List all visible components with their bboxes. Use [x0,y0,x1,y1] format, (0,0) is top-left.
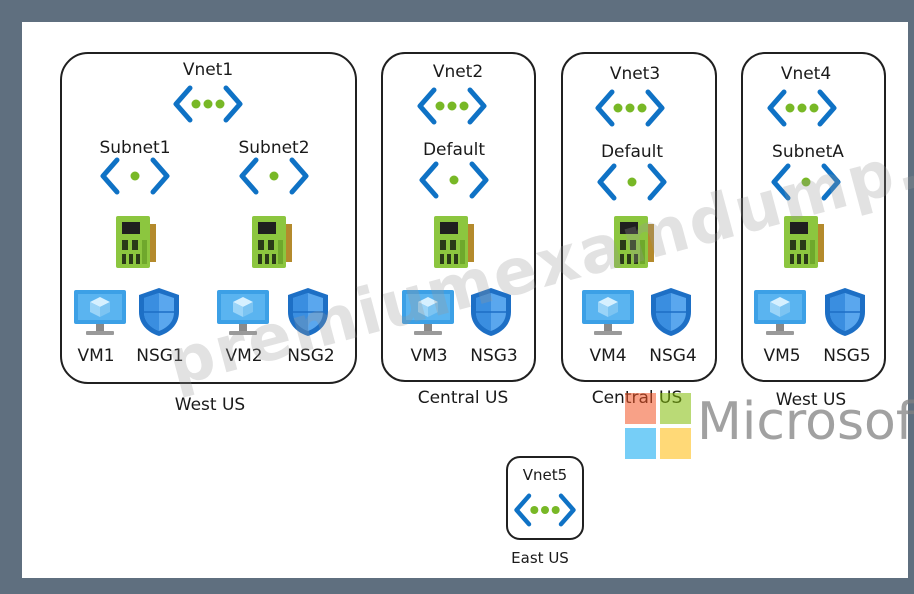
subnet-icon [238,156,310,196]
subnet-label: Default [600,142,664,162]
vm-label: VM3 [410,346,448,366]
region-box-2 [381,52,536,382]
vnet-icon [766,88,838,128]
nsg-label: NSG4 [649,346,697,366]
vnet-icon [172,84,244,124]
region-label: Central US [417,388,509,408]
virtual-machine-icon [580,288,636,338]
vnet-icon [513,492,577,528]
vm-label: VM5 [763,346,801,366]
subnet-label: Subnet1 [99,138,171,158]
nsg-shield-icon [822,286,868,338]
subnet-label: Subnet2 [238,138,310,158]
vnet-label: Vnet2 [432,62,484,82]
vm-label: VM2 [225,346,263,366]
network-interface-icon [114,214,158,270]
vnet-icon [594,88,666,128]
vnet-label: Vnet4 [780,64,832,84]
vm-label: VM4 [589,346,627,366]
subnet-icon [99,156,171,196]
vnet-label: Vnet3 [609,64,661,84]
subnet-label: Default [422,140,486,160]
region-box-4 [741,52,886,382]
region-box-1 [60,52,357,384]
nsg-label: NSG2 [287,346,335,366]
microsoft-logo-icon [625,393,691,459]
nsg-shield-icon [648,286,694,338]
virtual-machine-icon [72,288,128,338]
vnet-icon [416,86,488,126]
region-label: West US [775,390,847,410]
microsoft-logo-text: Microsoft [697,392,914,452]
region-box-5 [506,456,584,540]
region-label: East US [511,549,569,567]
subnet-icon [418,160,490,200]
region-box-3 [561,52,717,382]
subnet-label: SubnetA [772,142,844,162]
nsg-label: NSG1 [136,346,184,366]
vnet-label: Vnet5 [522,466,568,484]
vnet-label: Vnet1 [182,60,234,80]
region-label: West US [174,395,246,415]
vm-label: VM1 [77,346,115,366]
nsg-label: NSG5 [823,346,871,366]
network-interface-icon [250,214,294,270]
virtual-machine-icon [752,288,808,338]
nsg-label: NSG3 [470,346,518,366]
